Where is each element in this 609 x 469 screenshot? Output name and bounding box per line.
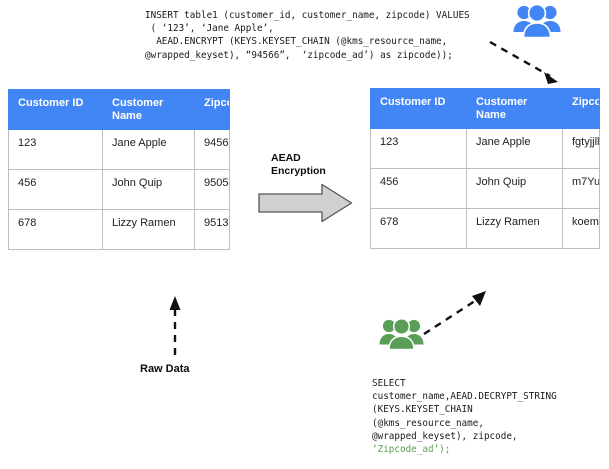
select-sql-line-1: SELECT bbox=[372, 378, 406, 389]
column-header-zipcode: Zipcode bbox=[562, 88, 600, 129]
select-sql-line-4: (@kms_resource_name, bbox=[372, 417, 484, 429]
column-header-zipcode: Zipcode bbox=[194, 89, 230, 130]
aead-label-line-2: Encryption bbox=[271, 164, 326, 177]
cell-customer-name: John Quip bbox=[466, 168, 563, 209]
aead-label-line-1: AEAD bbox=[271, 152, 301, 164]
cell-customer-name: Lizzy Ramen bbox=[102, 209, 195, 250]
raw-data-table: Customer ID Customer Name Zipcode 123 Ja… bbox=[8, 89, 230, 250]
dashed-arrow-up-right-icon bbox=[420, 288, 490, 338]
column-header-customer-id: Customer ID bbox=[370, 88, 467, 129]
cell-zipcode: 94566 bbox=[194, 129, 230, 170]
table-header-row: Customer ID Customer Name Zipcode bbox=[8, 89, 230, 130]
right-block-arrow-icon bbox=[258, 183, 353, 223]
select-sql-line-5: @wrapped_keyset), zipcode, bbox=[372, 430, 518, 442]
table-row: 456 John Quip m7Yumuawqry bbox=[370, 168, 600, 209]
cell-zipcode: koemF5ter= bbox=[562, 208, 600, 249]
insert-sql-line-1: INSERT table1 (customer_id, customer_nam… bbox=[145, 10, 470, 21]
select-sql-line-3: (KEYS.KEYSET_CHAIN bbox=[372, 404, 473, 416]
cell-customer-id: 678 bbox=[8, 209, 103, 250]
cell-customer-name: Lizzy Ramen bbox=[466, 208, 563, 249]
select-sql-statement: SELECT customer_name,AEAD.DECRYPT_STRING… bbox=[372, 377, 557, 456]
table-row: 678 Lizzy Ramen koemF5ter= bbox=[370, 208, 600, 249]
cell-customer-id: 678 bbox=[370, 208, 467, 249]
raw-data-label: Raw Data bbox=[140, 363, 190, 375]
people-group-icon-blue bbox=[512, 2, 562, 40]
cell-customer-id: 456 bbox=[370, 168, 467, 209]
cell-zipcode: fgtyjjllo= bbox=[562, 128, 600, 169]
cell-customer-id: 123 bbox=[8, 129, 103, 170]
insert-sql-statement: INSERT table1 (customer_id, customer_nam… bbox=[145, 9, 470, 62]
select-sql-line-2: customer_name,AEAD.DECRYPT_STRING bbox=[372, 391, 557, 403]
table-header-row: Customer ID Customer Name Zipcode bbox=[370, 88, 600, 129]
select-sql-line-6: ‘Zipcode_ad’); bbox=[372, 444, 451, 456]
column-header-customer-id: Customer ID bbox=[8, 89, 103, 130]
table-row: 123 Jane Apple 94566 bbox=[8, 129, 230, 170]
cell-zipcode: 95135 bbox=[194, 209, 230, 250]
people-group-icon-green bbox=[379, 316, 425, 352]
column-header-customer-name: Customer Name bbox=[466, 88, 563, 129]
table-row: 456 John Quip 95054 bbox=[8, 169, 230, 210]
cell-customer-name: John Quip bbox=[102, 169, 195, 210]
cell-customer-name: Jane Apple bbox=[466, 128, 563, 169]
cell-customer-id: 456 bbox=[8, 169, 103, 210]
cell-customer-name: Jane Apple bbox=[102, 129, 195, 170]
encrypted-data-table: Customer ID Customer Name Zipcode 123 Ja… bbox=[370, 88, 600, 249]
insert-sql-line-4: @wrapped_keyset), “94566”, ‘zipcode_ad’)… bbox=[145, 49, 453, 61]
cell-zipcode: 95054 bbox=[194, 169, 230, 210]
dashed-arrow-up-icon bbox=[160, 295, 190, 357]
column-header-customer-name: Customer Name bbox=[102, 89, 195, 130]
table-row: 123 Jane Apple fgtyjjllo= bbox=[370, 128, 600, 169]
cell-zipcode: m7Yumuawqry bbox=[562, 168, 600, 209]
dashed-arrow-down-right-icon bbox=[488, 40, 568, 85]
cell-customer-id: 123 bbox=[370, 128, 467, 169]
insert-sql-line-3: AEAD.ENCRYPT (KEYS.KEYSET_CHAIN (@kms_re… bbox=[145, 36, 448, 48]
insert-sql-line-2: ( ‘123’, ‘Jane Apple’, bbox=[145, 23, 274, 35]
table-row: 678 Lizzy Ramen 95135 bbox=[8, 209, 230, 250]
